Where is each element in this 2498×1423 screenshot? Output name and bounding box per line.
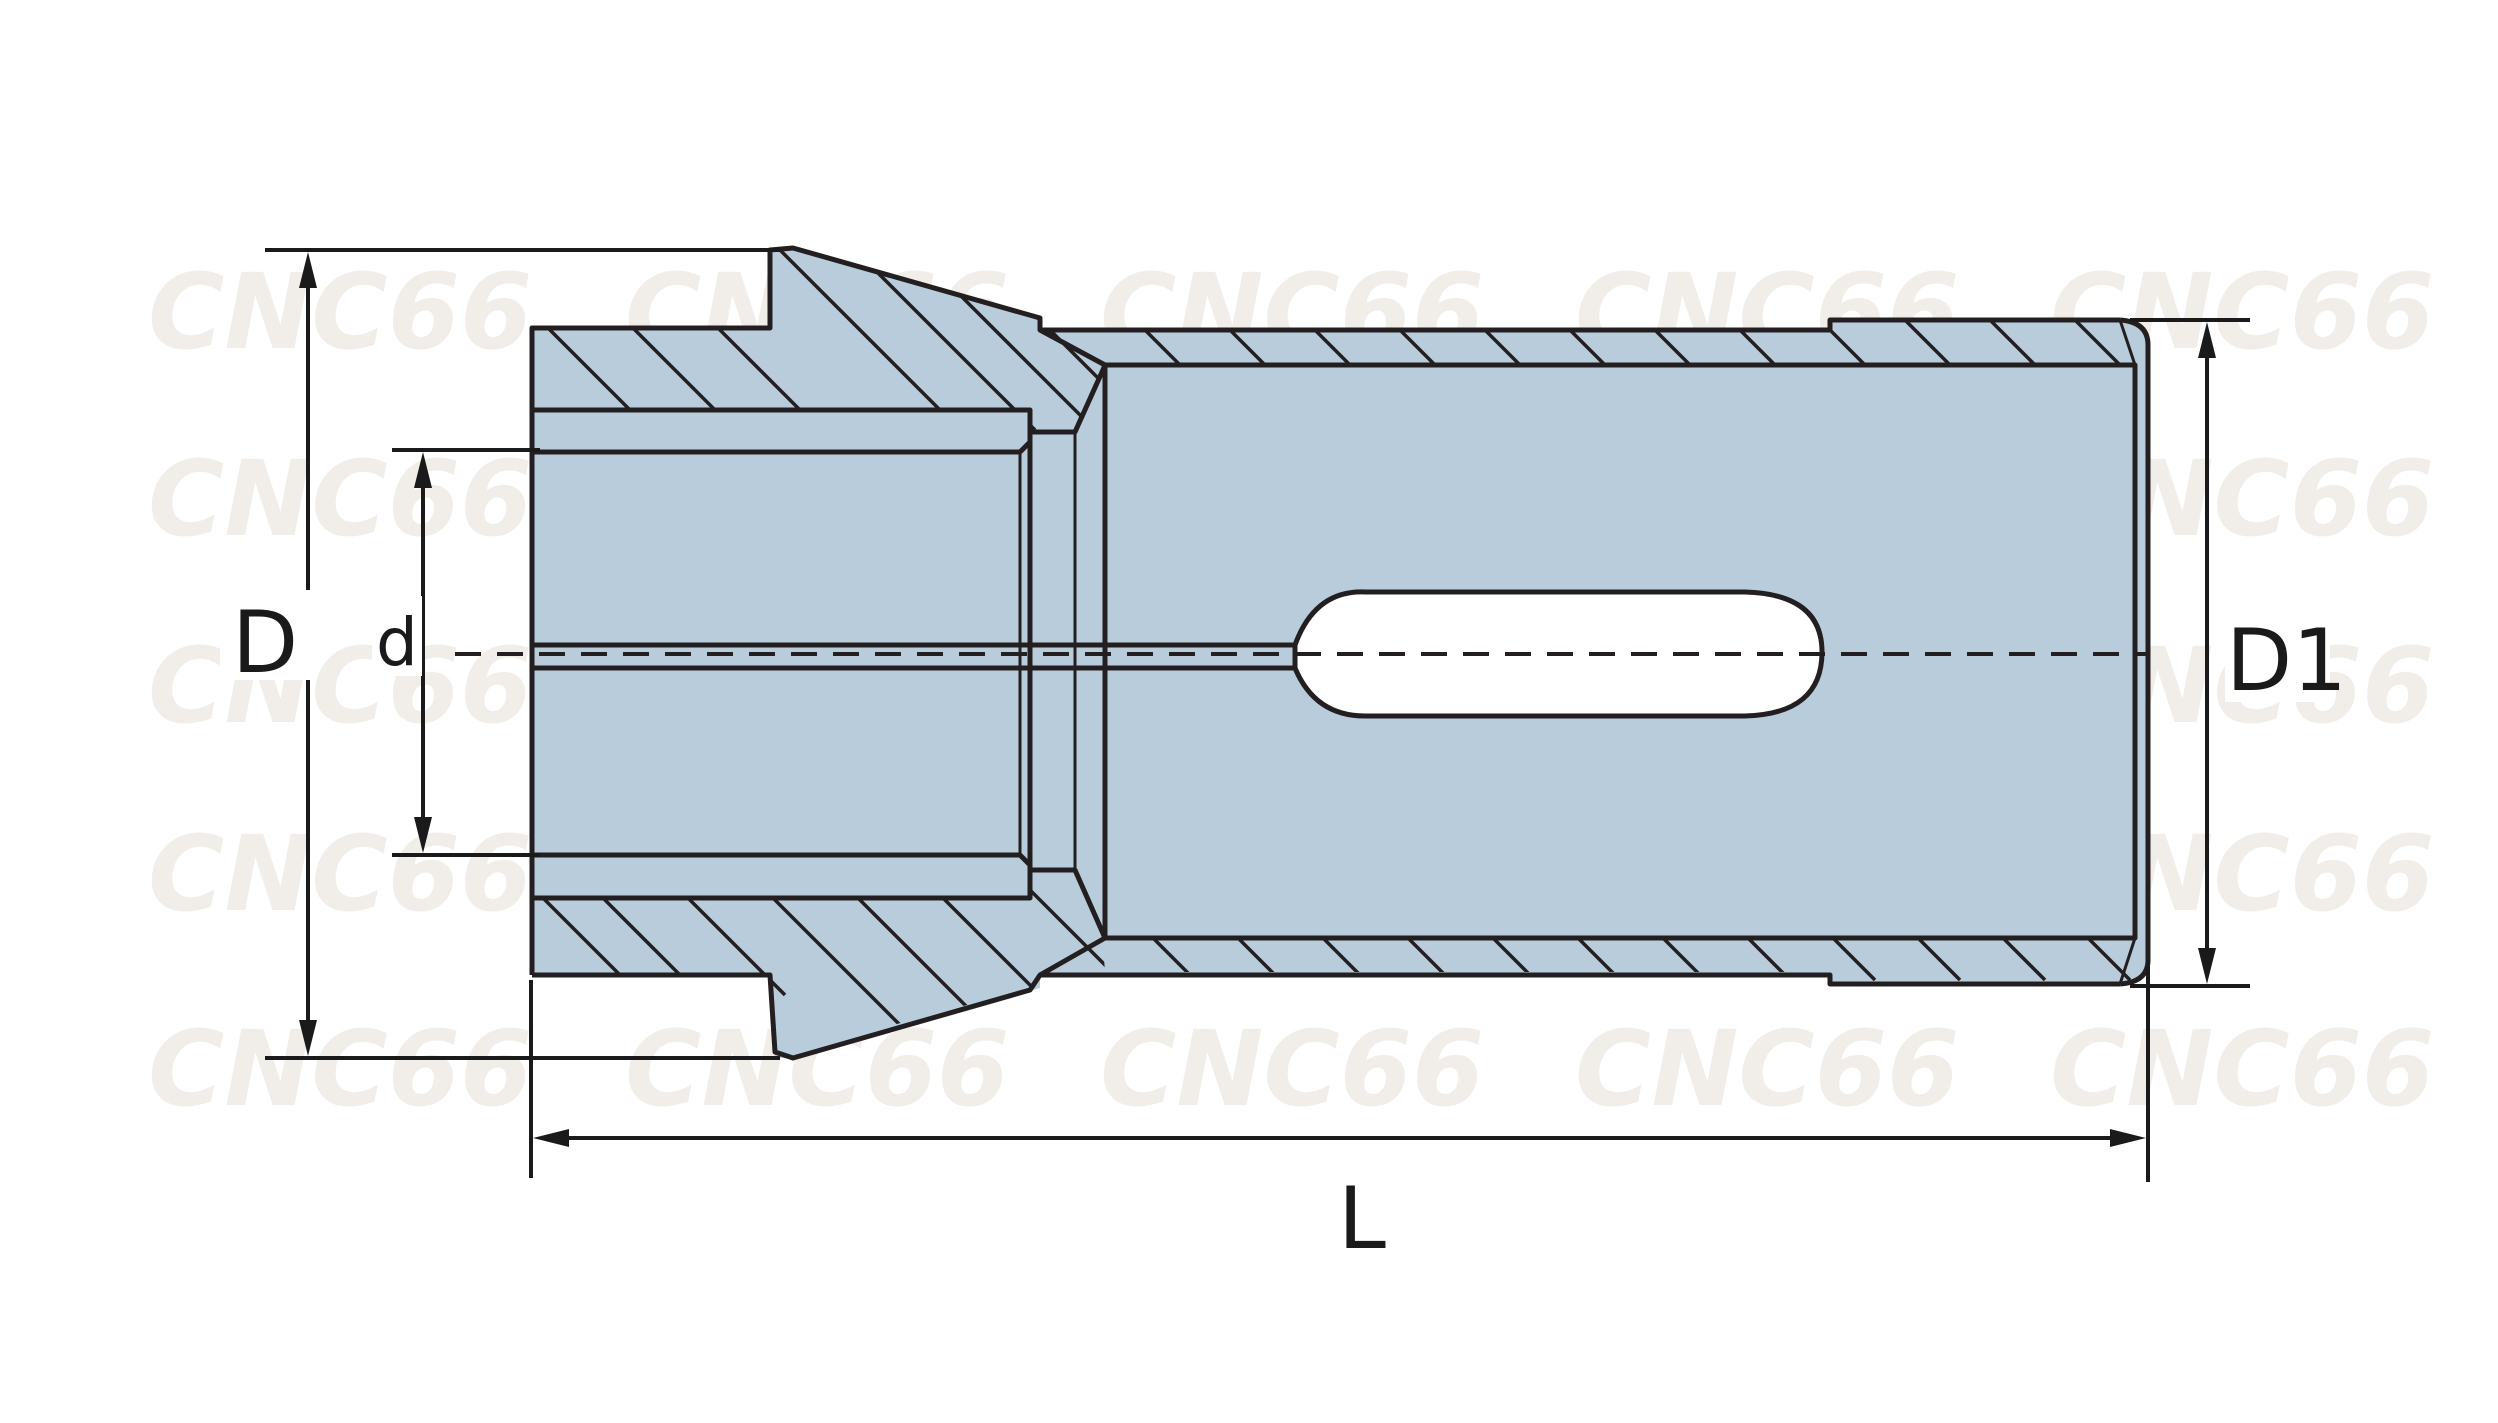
watermark: CNC66 <box>1575 1008 1959 1130</box>
watermark: CNC66 <box>148 813 532 935</box>
watermark: CNC66 <box>148 625 532 747</box>
watermark: CNC66 <box>2050 1008 2434 1130</box>
label-d: d <box>376 604 418 681</box>
watermark: CNC66 <box>148 251 532 373</box>
label-D: D <box>232 593 298 693</box>
watermark: CNC66 <box>148 1008 532 1130</box>
hatch-top-right <box>1138 322 2122 365</box>
watermark: CNC66 <box>1100 1008 1484 1130</box>
dimension-D: D <box>220 248 780 1060</box>
label-D1: D1 <box>2226 611 2347 711</box>
watermark: CNC66 <box>148 438 532 560</box>
dimension-d: d <box>372 448 540 857</box>
dimension-D1: D1 <box>2130 318 2347 988</box>
label-L: L <box>1338 1169 1386 1269</box>
dimension-L: L <box>529 960 2150 1269</box>
